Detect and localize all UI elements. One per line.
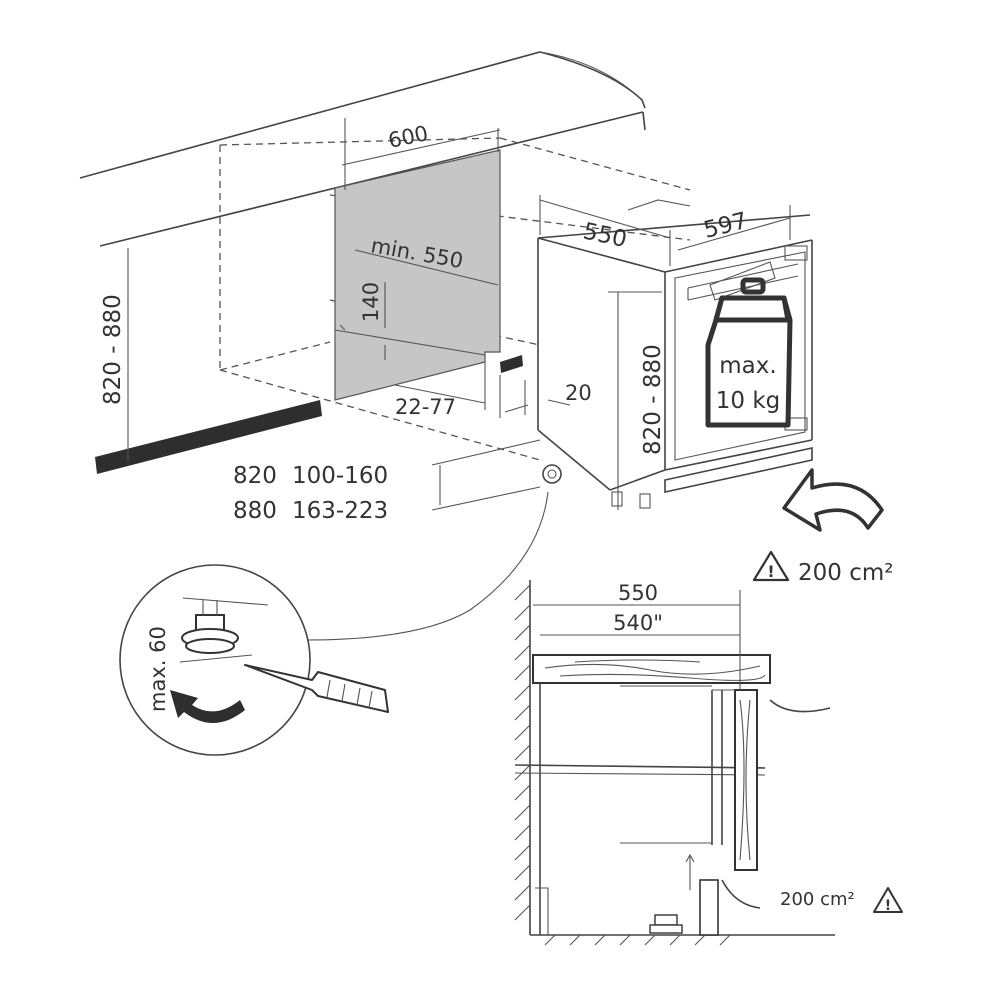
section-dim-540: 540" bbox=[613, 611, 663, 635]
dim-600: 600 bbox=[386, 121, 430, 153]
cross-section: 550 540" 200 cm² ! bbox=[514, 580, 903, 946]
dim-20: 20 bbox=[565, 381, 592, 405]
detail-max-60: max. 60 bbox=[146, 626, 170, 712]
plinth-bar-right bbox=[500, 355, 523, 373]
weight-label-line1: max. bbox=[719, 353, 776, 379]
warning-triangle-small-icon bbox=[873, 887, 903, 913]
ventilation-bottom-label: 200 cm² bbox=[780, 889, 855, 910]
table-row2-height: 880 bbox=[233, 498, 277, 524]
dim-22-77: 22-77 bbox=[395, 395, 456, 419]
dim-140: 140 bbox=[359, 282, 383, 322]
table-row1-height: 820 bbox=[233, 463, 277, 489]
weight-icon: max. 10 kg bbox=[705, 277, 793, 428]
ventilation-top-label: 200 cm² bbox=[798, 560, 893, 586]
shaded-back-panel bbox=[334, 149, 501, 401]
dim-820-880-left: 820 - 880 bbox=[100, 294, 126, 405]
dim-597: 597 bbox=[701, 208, 750, 244]
airflow-arrow-icon bbox=[782, 468, 884, 532]
svg-text:!: ! bbox=[767, 562, 774, 581]
plinth-bar-left bbox=[95, 400, 322, 474]
table-row1-range: 100-160 bbox=[292, 463, 388, 489]
ventilation-warning-top: ! 200 cm² bbox=[752, 550, 893, 586]
screwdriver-icon bbox=[244, 664, 389, 713]
appliance-body bbox=[537, 214, 813, 509]
section-dim-550: 550 bbox=[618, 581, 658, 605]
table-row2-range: 163-223 bbox=[292, 498, 388, 524]
svg-text:!: ! bbox=[885, 898, 891, 914]
rotation-arrow-icon bbox=[170, 690, 245, 724]
warning-triangle-icon bbox=[752, 550, 790, 582]
dim-820-880-right: 820 - 880 bbox=[640, 344, 666, 455]
dimension-lines bbox=[127, 118, 791, 511]
weight-label-line2: 10 kg bbox=[716, 388, 781, 414]
foot-adjust-detail: max. 60 bbox=[119, 491, 549, 756]
